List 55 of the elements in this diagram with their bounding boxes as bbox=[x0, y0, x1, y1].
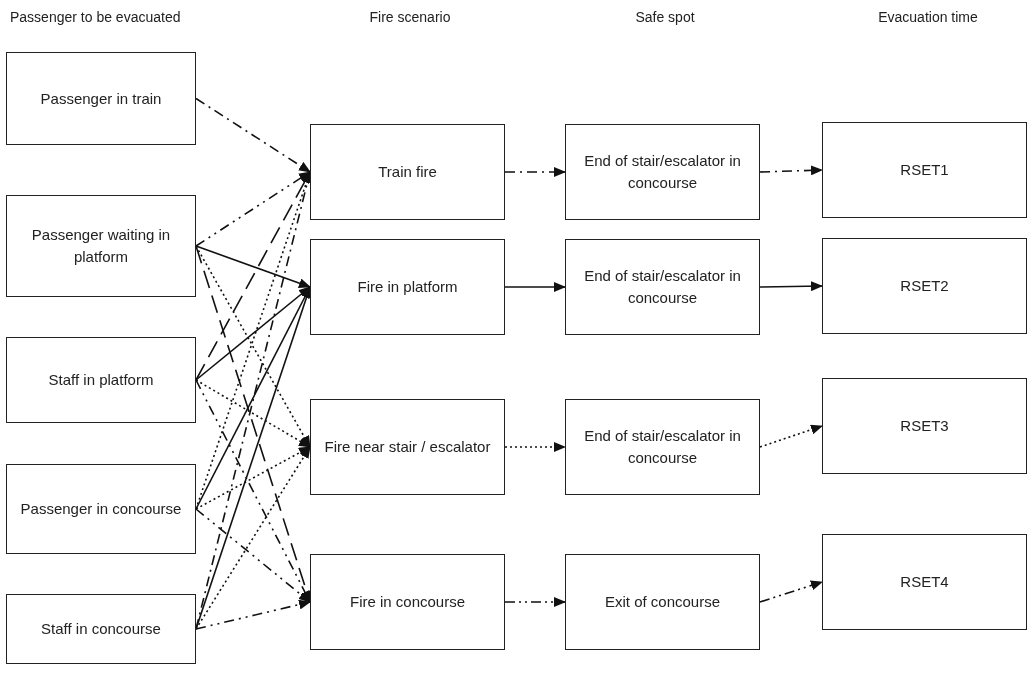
box-label: Train fire bbox=[378, 162, 437, 182]
box-label: RSET2 bbox=[900, 276, 949, 296]
process-box bbox=[565, 239, 760, 335]
box-label: Staff in concourse bbox=[41, 619, 161, 639]
process-box bbox=[310, 124, 505, 220]
process-box bbox=[6, 337, 196, 423]
process-box bbox=[6, 464, 196, 554]
arrow bbox=[195, 97, 311, 173]
process-box bbox=[565, 399, 760, 495]
process-box bbox=[822, 238, 1027, 334]
arrow bbox=[195, 171, 311, 247]
box-label: End of stair/escalator in concourse bbox=[583, 266, 742, 308]
box-label: Fire in concourse bbox=[349, 592, 466, 612]
column-heading: Evacuation time bbox=[877, 8, 979, 26]
arrow bbox=[195, 245, 311, 288]
column-heading: Safe spot bbox=[634, 8, 696, 26]
box-label: End of stair/escalator in concourse bbox=[583, 426, 742, 468]
arrow bbox=[195, 446, 311, 630]
process-box bbox=[565, 124, 760, 220]
box-label: RSET1 bbox=[900, 160, 949, 180]
arrow bbox=[759, 281, 823, 292]
process-box bbox=[310, 399, 505, 495]
arrow bbox=[195, 508, 311, 603]
arrow bbox=[759, 165, 823, 176]
arrow bbox=[759, 424, 823, 448]
process-box bbox=[6, 195, 196, 297]
process-box bbox=[565, 554, 760, 650]
box-label: RSET3 bbox=[900, 416, 949, 436]
process-box bbox=[6, 594, 196, 664]
process-box bbox=[822, 378, 1027, 474]
box-label: Passenger waiting in platform bbox=[30, 225, 172, 267]
arrow bbox=[195, 286, 311, 381]
process-box bbox=[310, 239, 505, 335]
arrow bbox=[504, 282, 566, 292]
process-box bbox=[310, 554, 505, 650]
column-heading: Fire scenario bbox=[368, 8, 452, 26]
process-box bbox=[822, 122, 1027, 218]
column-heading: Passenger to be evacuated bbox=[10, 8, 182, 26]
arrow bbox=[504, 167, 566, 177]
arrow bbox=[504, 442, 566, 452]
box-label: Passenger in train bbox=[40, 88, 162, 109]
arrow bbox=[195, 379, 311, 448]
process-box bbox=[6, 52, 196, 145]
box-label: Exit of concourse bbox=[604, 592, 721, 612]
process-box bbox=[822, 534, 1027, 630]
box-label: Staff in platform bbox=[48, 370, 154, 390]
arrow bbox=[195, 599, 311, 630]
arrow bbox=[195, 446, 311, 510]
arrow bbox=[759, 580, 823, 603]
box-label: Fire in platform bbox=[357, 277, 458, 297]
box-label: Passenger in concourse bbox=[20, 499, 182, 519]
box-label: Fire near stair / escalator bbox=[324, 437, 491, 457]
box-label: End of stair/escalator in concourse bbox=[583, 151, 742, 193]
arrow bbox=[504, 597, 566, 607]
box-label: RSET4 bbox=[900, 572, 949, 592]
